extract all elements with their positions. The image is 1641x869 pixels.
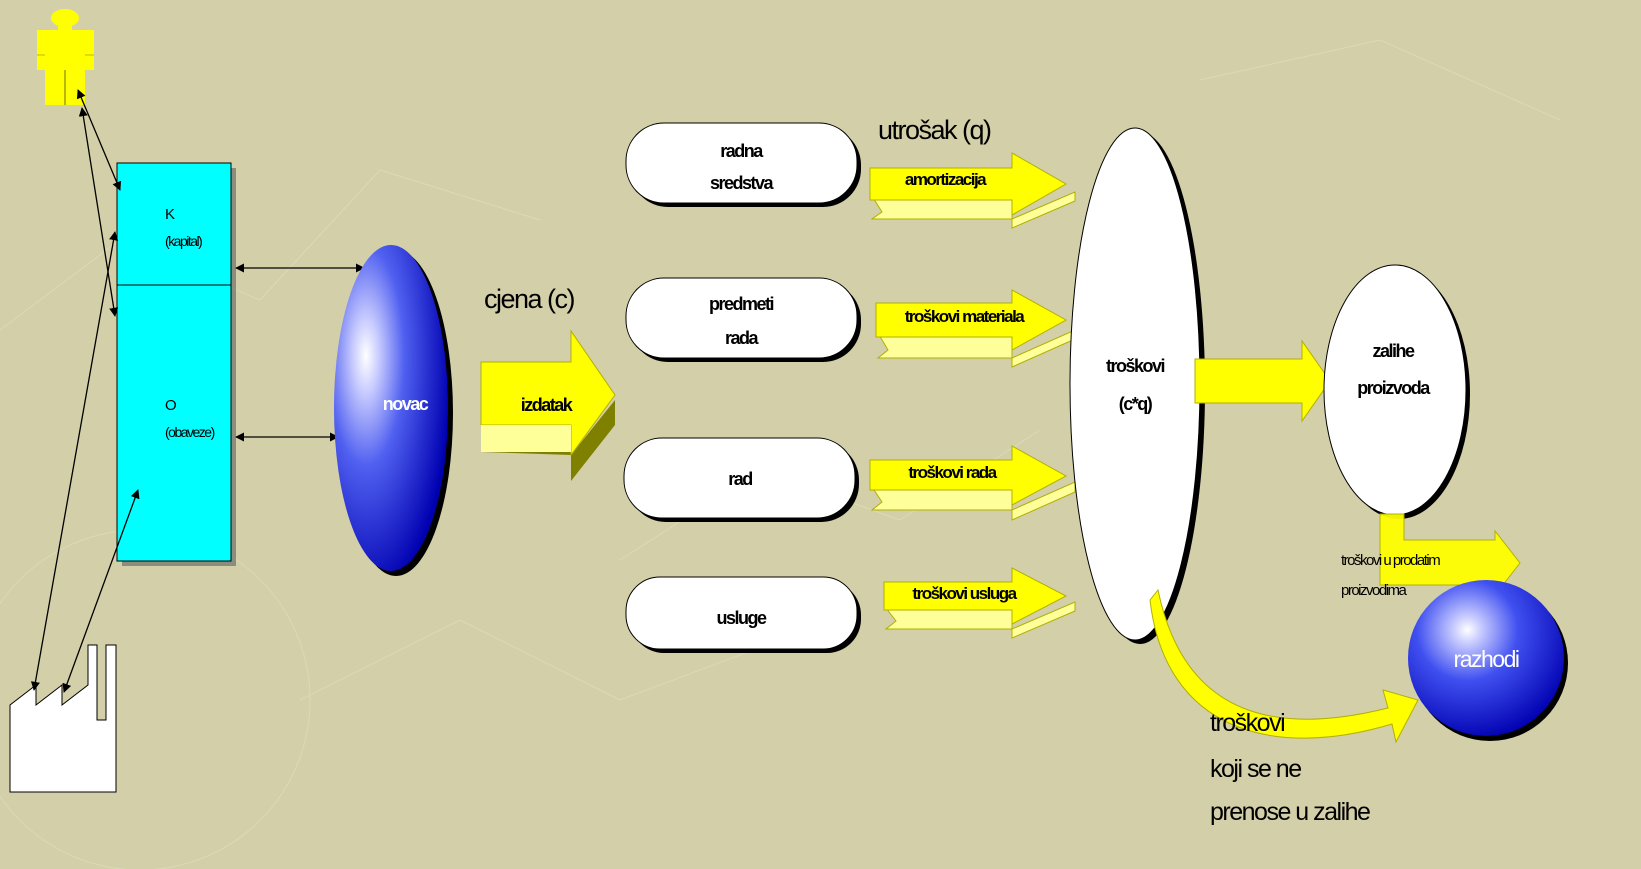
cost-arrow-troskovi-usluga: troškovi usluga: [883, 567, 1076, 639]
obligations-section: O (obaveze): [165, 397, 216, 440]
cost-arrow-amortizacija: amortizacija: [869, 152, 1076, 229]
cost-label: troškovi usluga: [912, 584, 1017, 603]
inventory-ellipse: zalihe proizvoda: [1323, 264, 1470, 519]
cost-label: troškovi rada: [908, 463, 997, 482]
resource-box-usluge: usluge: [625, 576, 861, 653]
sold-costs-line: proizvodima: [1341, 582, 1408, 599]
inventory-to-expenses-arrow: [1379, 513, 1521, 597]
resource-box-radna-sredstva: radna sredstva: [625, 122, 861, 207]
price-label: cjena (c): [484, 284, 575, 314]
person-icon: [37, 9, 94, 105]
cost-label: amortizacija: [905, 170, 987, 189]
resource-label: usluge: [716, 608, 766, 628]
resource-box-rad: rad: [623, 437, 859, 522]
not-transferred-label: troškovi koji se ne prenose u zalihe: [1210, 709, 1372, 826]
resource-label: predmeti: [709, 294, 774, 314]
capital-letter: K: [165, 206, 175, 223]
money-label: novac: [383, 394, 429, 414]
outlay-label: izdatak: [521, 395, 574, 415]
outlay-arrow: izdatak: [480, 329, 616, 481]
consumption-label: utrošak (q): [878, 115, 991, 145]
resource-label: sredstva: [710, 173, 775, 193]
expenses-sphere: razhodi: [1408, 580, 1568, 741]
capital-section: K (kapital): [165, 206, 204, 249]
factory-icon: [9, 644, 117, 793]
money-ellipse: novac: [334, 245, 453, 576]
costs-ellipse: troškovi (c*q): [1069, 127, 1205, 644]
resource-box-predmeti-rada: predmeti rada: [625, 277, 861, 362]
connector-arrows: [30, 89, 365, 693]
inventory-label: proizvoda: [1357, 378, 1431, 398]
cost-arrow-troskovi-materiala: troškovi materiala: [875, 289, 1076, 368]
cost-label: troškovi materiala: [905, 307, 1026, 326]
not-transferred-line: koji se ne: [1210, 755, 1301, 783]
sold-costs-label: troškovi u prodatim proizvodima: [1341, 552, 1442, 599]
not-transferred-line: troškovi: [1210, 709, 1284, 737]
resource-label: rad: [728, 469, 752, 489]
capital-label: (kapital): [165, 233, 202, 249]
costs-formula: (c*q): [1119, 394, 1153, 414]
not-transferred-line: prenose u zalihe: [1210, 798, 1370, 826]
sold-costs-line: troškovi u prodatim: [1341, 552, 1440, 569]
costs-to-inventory-arrow: [1194, 339, 1331, 423]
resource-label: radna: [720, 141, 764, 161]
inventory-label: zalihe: [1372, 341, 1415, 361]
cost-arrow-troskovi-rada: troškovi rada: [869, 445, 1076, 521]
obligations-letter: O: [165, 397, 176, 414]
costs-label: troškovi: [1106, 356, 1165, 376]
obligations-label: (obaveze): [165, 424, 215, 440]
expenses-label: razhodi: [1454, 646, 1519, 672]
costs-to-expenses-curved-arrow: [1149, 588, 1419, 744]
resource-label: rada: [725, 328, 760, 348]
balance-box: [116, 162, 236, 566]
